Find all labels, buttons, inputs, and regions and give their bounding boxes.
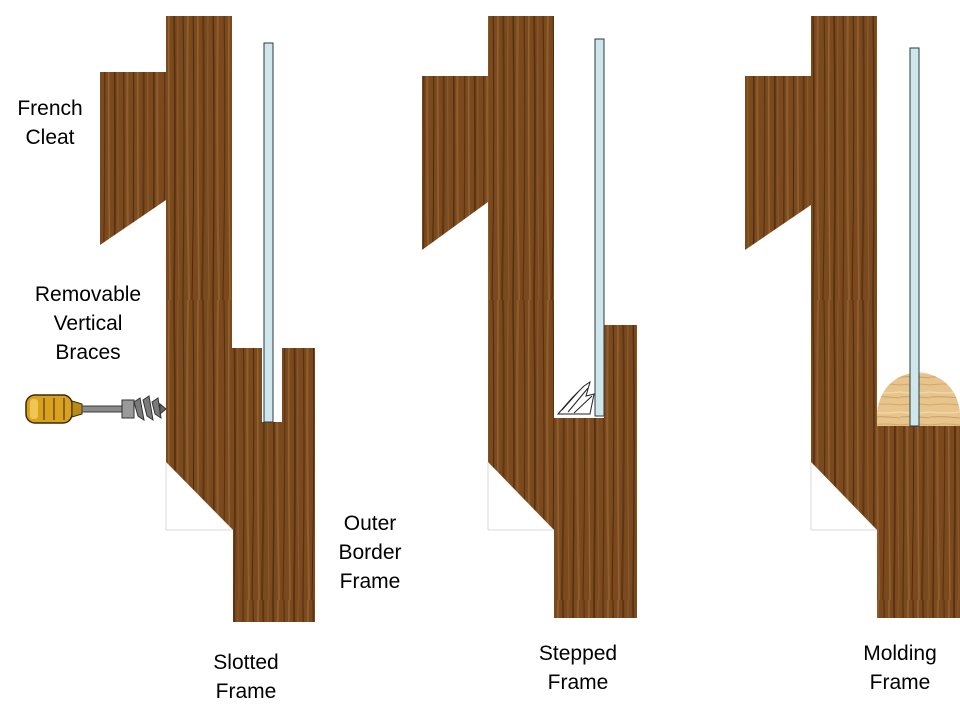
glazing-point-icon — [556, 380, 595, 415]
outer-border-frame-label: Outer Border Frame — [338, 512, 402, 593]
outer-border-frame — [233, 348, 315, 622]
glass-pane — [263, 42, 274, 423]
molding-frame-diagram — [745, 16, 960, 618]
outer-border-frame — [877, 426, 960, 618]
french-cleat-block — [100, 72, 166, 245]
glass-pane — [594, 38, 605, 417]
molding-frame-label: Molding Frame — [863, 642, 937, 694]
glass-pane — [909, 47, 920, 427]
screwdriver-icon — [25, 394, 131, 424]
french-cleat-block — [745, 76, 811, 250]
frame-stile — [811, 16, 877, 530]
stepped-frame-diagram — [422, 16, 637, 618]
screw-icon — [121, 395, 167, 422]
stepped-frame-label: Stepped Frame — [538, 642, 618, 694]
frame-stile — [488, 16, 554, 530]
slotted-frame-label: Slotted Frame — [213, 651, 279, 703]
french-cleat-block — [422, 76, 488, 250]
frame-stile — [166, 16, 233, 530]
outer-border-frame — [554, 325, 637, 618]
removable-braces-label: Removable Vertical Braces — [34, 283, 142, 364]
slotted-frame-diagram — [100, 16, 315, 622]
french-cleat-label: French Cleat — [17, 97, 83, 149]
